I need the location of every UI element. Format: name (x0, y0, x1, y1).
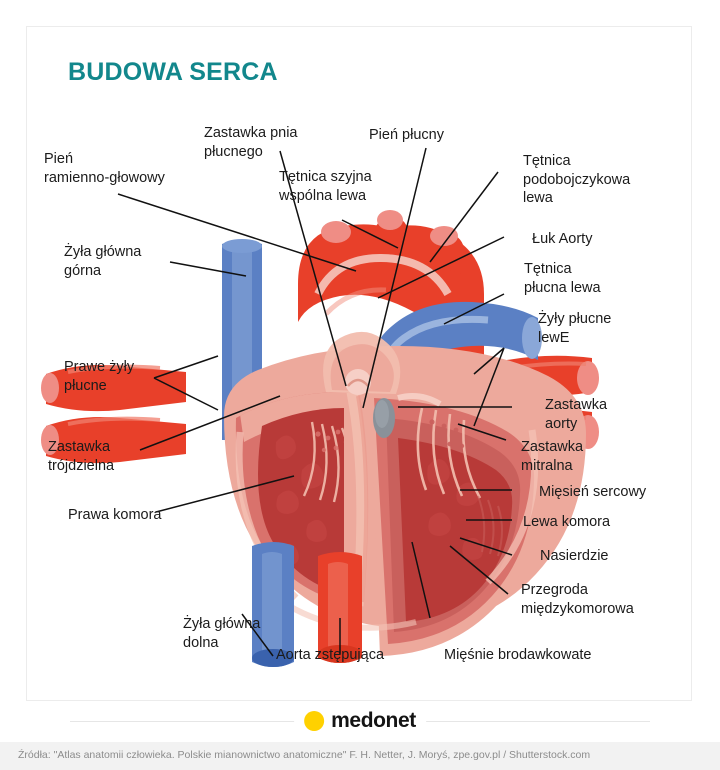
label-tetnica-podobojczykowa-lewa: Tętnica podobojczykowa lewa (523, 153, 631, 207)
label-zastawka-pnia-plucnego: Zastawka pnia płucnego (204, 125, 298, 160)
leader-pien-ramienno-glowowy (117, 193, 357, 272)
leader-pien-plucny (362, 147, 427, 409)
leader-tetnica-podobojczykowa-lewa (429, 171, 499, 263)
leader-tetnica-szyjna-wspolna-lewa (341, 219, 399, 249)
label-przegroda-miedzykomorowa: Przegroda międzykomorowa (521, 582, 634, 617)
source-text: Źródła: "Atlas anatomii człowieka. Polsk… (18, 749, 591, 761)
leader-zyly-plucne-lewe (473, 347, 505, 375)
heart-body-group (224, 346, 586, 656)
leader-miesnie-brodawkowate (411, 541, 431, 619)
leader-zastawka-pnia-plucnego (279, 150, 347, 387)
label-pien-plucny: Pień płucny (369, 127, 444, 143)
label-prawe-zyly-plucne: Prawe żyły płucne (64, 359, 135, 394)
right-pulmonary-veins-group (41, 364, 186, 464)
leader-zyla-glowna-gorna (169, 261, 247, 277)
logo-text: medonet (331, 709, 416, 732)
footer-logo-area: medonet (0, 700, 720, 742)
source-bar: Źródła: "Atlas anatomii człowieka. Polsk… (0, 742, 720, 770)
label-zastawka-aorty: Zastawka aorty (545, 397, 608, 432)
leader-prawa-komora (155, 475, 295, 513)
leader-zastawka-mitralna (457, 423, 507, 441)
label-zastawka-mitralna: Zastawka mitralna (521, 439, 584, 474)
label-tetnica-szyjna-wspolna-lewa: Tętnica szyjna wspólna lewa (279, 169, 372, 204)
label-aorta-zstepujaca: Aorta zstępująca (276, 647, 385, 663)
heart-illustration-svg (41, 147, 599, 667)
logo-dot-icon (304, 711, 325, 731)
label-pien-ramienno-glowowy: Pień ramienno-głowowy (44, 151, 165, 186)
leader-zyla-glowna-dolna (241, 613, 274, 657)
label-zyla-glowna-gorna: Żyła główna górna (64, 244, 142, 279)
valves-group (323, 331, 442, 438)
label-zyly-plucne-lewe: Żyły płucne lewE (538, 311, 612, 346)
leader-przegroda-miedzykomorowa (449, 545, 509, 595)
label-luk-aorty: Łuk Aorty (532, 231, 593, 247)
leader-prawe-zyly-plucne-2 (153, 377, 219, 411)
heart-diagram (26, 26, 692, 701)
label-miesien-sercowy: Mięsień sercowy (539, 484, 647, 500)
logo-divider-left (70, 721, 306, 722)
logo-divider-right (414, 721, 650, 722)
label-nasierdzie: Nasierdzie (540, 548, 609, 564)
label-miesnie-brodawkowate: Mięśnie brodawkowate (444, 647, 592, 663)
leader-nasierdzie (459, 537, 513, 556)
leader-lines-group (117, 147, 513, 657)
label-tetnica-plucna-lewa: Tętnica płucna lewa (524, 261, 601, 296)
leader-tetnica-plucna-lewa (443, 293, 505, 325)
label-zastawka-trojdzielna: Zastawka trójdzielna (48, 439, 115, 474)
page-title: BUDOWA SERCA (68, 58, 278, 86)
inferior-vena-cava-group (252, 542, 294, 667)
label-lewa-komora: Lewa komora (523, 514, 611, 530)
leader-zyly-plucne-lewe-2 (473, 347, 505, 427)
leader-prawe-zyly-plucne (153, 355, 219, 379)
leader-luk-aorty (377, 236, 505, 299)
label-prawa-komora: Prawa komora (68, 507, 162, 523)
label-zyla-glowna-dolna: Żyła główna dolna (183, 616, 261, 651)
leader-zastawka-trojdzielna (139, 395, 281, 451)
medonet-logo: medonet (294, 709, 426, 733)
